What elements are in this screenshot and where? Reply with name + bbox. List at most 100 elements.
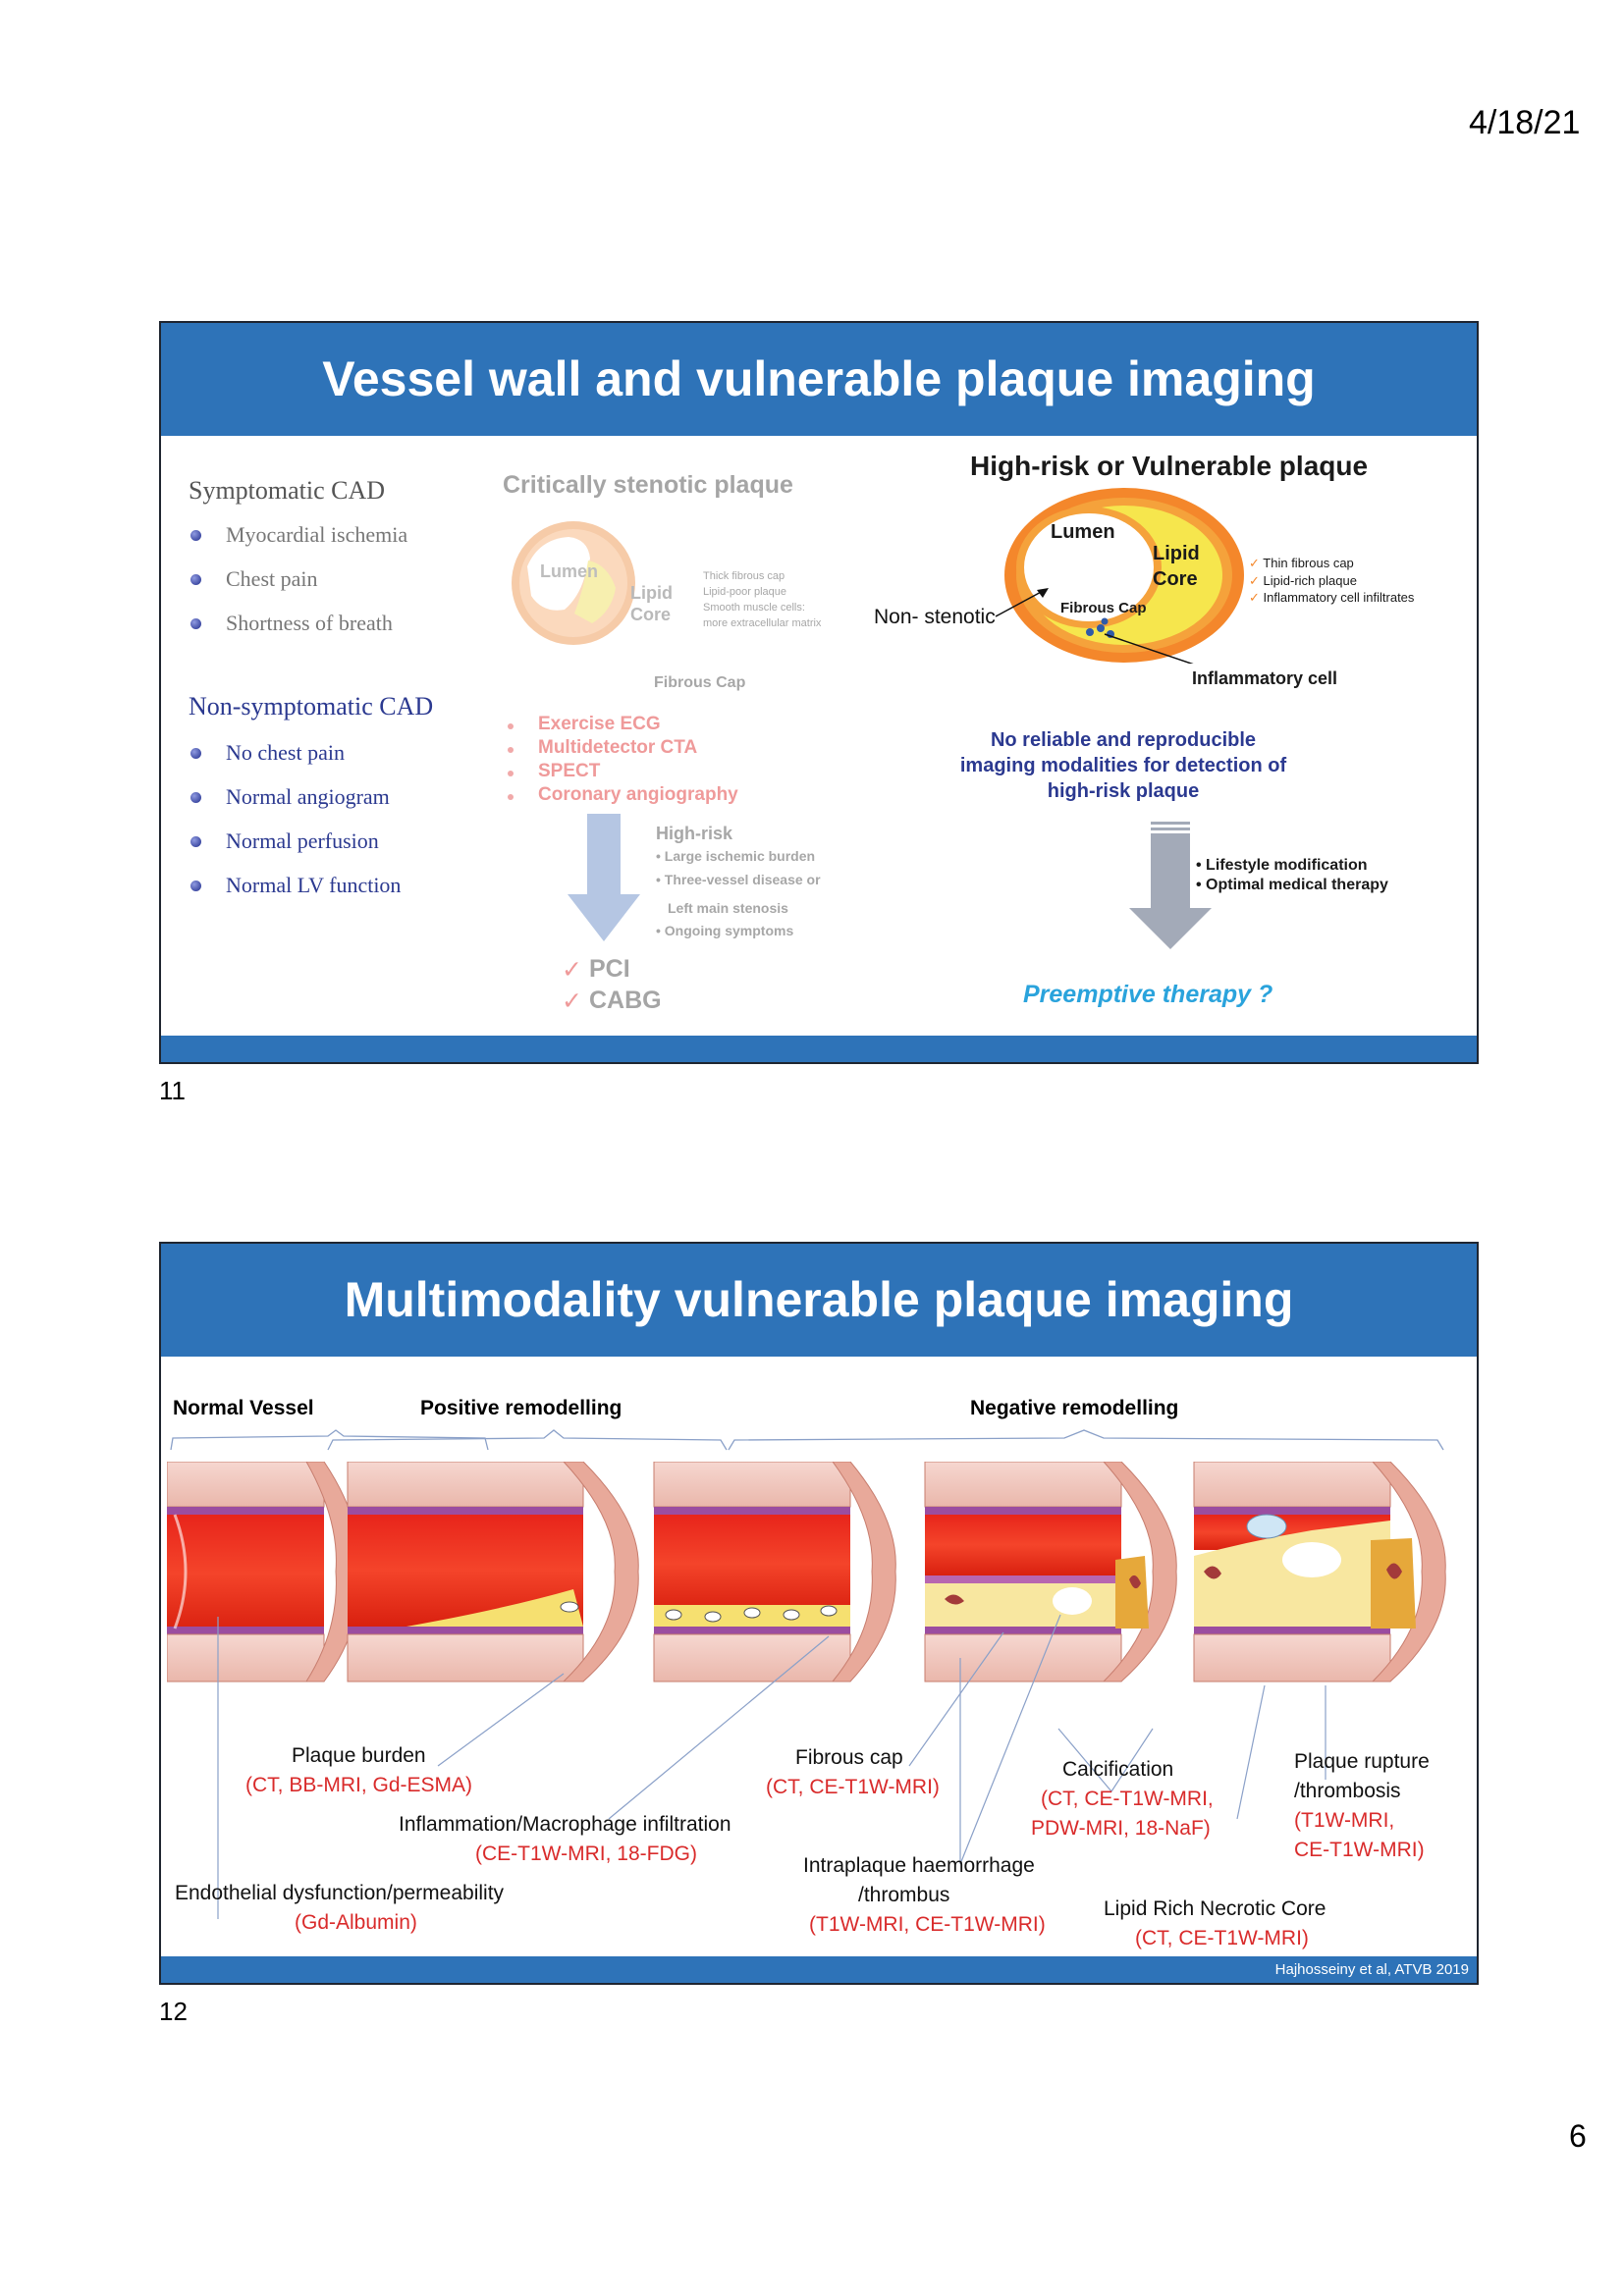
nonsymptom-item: Normal angiogram [226, 784, 390, 809]
vessel-positive-remodelling [347, 1462, 639, 1682]
fibrous-cap-label: Fibrous cap [795, 1746, 903, 1769]
intraplaque-label-2: /thrombus [858, 1884, 950, 1906]
intraplaque-modalities: (T1W-MRI, CE-T1W-MRI) [809, 1913, 1046, 1936]
vulnerable-plaque-diagram [1004, 488, 1244, 664]
symptom-item: Myocardial ischemia [226, 522, 408, 547]
bullet-icon [190, 881, 201, 891]
endothelial-label: Endothelial dysfunction/permeability [175, 1882, 505, 1904]
non-stenotic-label: Non- stenotic [874, 606, 996, 628]
bullet-icon [190, 618, 201, 629]
leader-lines [217, 1614, 1326, 1919]
inflammation-modalities: (CE-T1W-MRI, 18-FDG) [475, 1842, 697, 1865]
bullet-icon [190, 574, 201, 585]
footer-bar: Hajhosseiny et al, ATVB 2019 [161, 1956, 1477, 1983]
inflammatory-cell-label: Inflammatory cell [1192, 668, 1338, 688]
positive-remodelling-header: Positive remodelling [420, 1397, 623, 1419]
symptom-item: Shortness of breath [226, 611, 393, 635]
symptom-item: Chest pain [226, 566, 318, 591]
symptomatic-heading: Symptomatic CAD [189, 476, 386, 505]
stenotic-note: more extracellular matrix [703, 617, 822, 629]
vulnerable-note: Thin fibrous cap [1263, 556, 1354, 570]
test-bullet-icon [508, 723, 514, 729]
slide-12: Multimodality vulnerable plaque imaging … [159, 1242, 1479, 1985]
negative-remodelling-header: Negative remodelling [970, 1397, 1179, 1419]
vessel-stages-illustration [167, 1462, 1446, 1682]
stenotic-note: Thick fibrous cap [703, 570, 785, 582]
vulnerable-lipid-label: Lipid [1153, 543, 1200, 564]
down-arrow-icon [1129, 822, 1212, 949]
lipid-core-modalities: (CT, CE-T1W-MRI) [1135, 1927, 1309, 1949]
plaque-rupture-label-2: /thrombosis [1294, 1780, 1401, 1802]
stenotic-note: Smooth muscle cells: [703, 602, 805, 614]
highrisk-item: Left main stenosis [668, 900, 788, 916]
plaque-rupture-label: Plaque rupture [1294, 1750, 1430, 1773]
plaque-burden-modalities: (CT, BB-MRI, Gd-ESMA) [245, 1774, 473, 1796]
lipid-core-label: Lipid Rich Necrotic Core [1104, 1897, 1326, 1920]
test-item: Coronary angiography [538, 784, 738, 805]
inflammation-label: Inflammation/Macrophage infiltration [399, 1813, 731, 1836]
normal-vessel-header: Normal Vessel [173, 1397, 314, 1419]
intraplaque-label: Intraplaque haemorrhage [803, 1854, 1035, 1877]
vulnerable-note: Inflammatory cell infiltrates [1263, 590, 1415, 605]
nonsymptom-item: Normal perfusion [226, 828, 379, 853]
no-reliable-text: No reliable and reproducible imaging mod… [959, 729, 1287, 802]
highrisk-heading: High-risk [656, 824, 733, 843]
vessel-normal [167, 1462, 360, 1682]
highrisk-item: Ongoing symptoms [664, 923, 794, 938]
vulnerable-heading: High-risk or Vulnerable plaque [970, 451, 1369, 481]
test-item: Multidetector CTA [538, 737, 698, 758]
test-bullet-icon [508, 747, 514, 753]
arrow-icon [995, 588, 1049, 617]
stenotic-fibrous-cap-label: Fibrous Cap [654, 674, 746, 691]
bullet-icon [190, 792, 201, 803]
plaque-burden-label: Plaque burden [292, 1744, 426, 1767]
fibrous-cap-modalities: (CT, CE-T1W-MRI) [766, 1776, 940, 1798]
stenotic-plaque-diagram [512, 521, 635, 645]
test-item: Exercise ECG [538, 714, 661, 734]
bullet-icon [190, 836, 201, 847]
calcification-modalities-2: PDW-MRI, 18-NaF) [1031, 1817, 1211, 1840]
vulnerable-lumen-label: Lumen [1051, 521, 1115, 543]
vulnerable-note: Lipid-rich plaque [1263, 573, 1357, 588]
page-date: 4/18/21 [1469, 104, 1581, 141]
stenotic-heading: Critically stenotic plaque [503, 471, 793, 499]
footer-bar [161, 1036, 1477, 1062]
treatment-item: CABG [589, 987, 662, 1014]
vessel-rupture-stage [1193, 1462, 1446, 1682]
down-arrow-icon [568, 814, 640, 941]
slide-11: Vessel wall and vulnerable plaque imagin… [159, 321, 1479, 1064]
stenotic-note: Lipid-poor plaque [703, 586, 787, 598]
preemptive-therapy: Preemptive therapy ? [1023, 981, 1273, 1008]
slide-number: 11 [159, 1076, 186, 1105]
calcification-modalities: (CT, CE-T1W-MRI, [1041, 1788, 1214, 1810]
bullet-icon [190, 748, 201, 759]
plaque-rupture-modalities: (T1W-MRI, [1294, 1809, 1395, 1832]
vulnerable-core-label: Core [1153, 568, 1198, 590]
stenotic-core-label: Core [630, 605, 672, 624]
treatment-item: PCI [589, 955, 630, 983]
nonsymptom-item: No chest pain [226, 740, 345, 765]
vessel-inflammation-stage [653, 1462, 896, 1682]
citation: Hajhosseiny et al, ATVB 2019 [1274, 1961, 1469, 1978]
plaque-rupture-modalities-2: CE-T1W-MRI) [1294, 1839, 1425, 1861]
slide-title: Multimodality vulnerable plaque imaging [161, 1244, 1477, 1357]
nonsymptom-item: Normal LV function [226, 873, 402, 897]
remodelling-brackets [170, 1429, 1444, 1451]
endothelial-modalities: (Gd-Albumin) [295, 1911, 417, 1934]
slide-title: Vessel wall and vulnerable plaque imagin… [161, 323, 1477, 436]
page-number: 6 [1569, 2118, 1587, 2154]
vulnerable-fibrous-cap-label: Fibrous Cap [1060, 600, 1147, 616]
therapy-item: Optimal medical therapy [1206, 877, 1388, 893]
check-icon: ✓ [562, 956, 582, 984]
check-icon: ✓ [562, 988, 582, 1015]
test-bullet-icon [508, 794, 514, 800]
stenotic-lumen-label: Lumen [540, 561, 599, 581]
slide-number: 12 [159, 1997, 188, 2026]
stenotic-lipid-label: Lipid [630, 583, 673, 603]
bullet-icon [190, 530, 201, 541]
highrisk-item: Large ischemic burden [664, 848, 816, 864]
calcification-label: Calcification [1062, 1758, 1174, 1781]
nonsymptomatic-heading: Non-symptomatic CAD [189, 692, 434, 721]
test-item: SPECT [538, 761, 601, 781]
vessel-fibrous-cap-stage [924, 1462, 1177, 1682]
